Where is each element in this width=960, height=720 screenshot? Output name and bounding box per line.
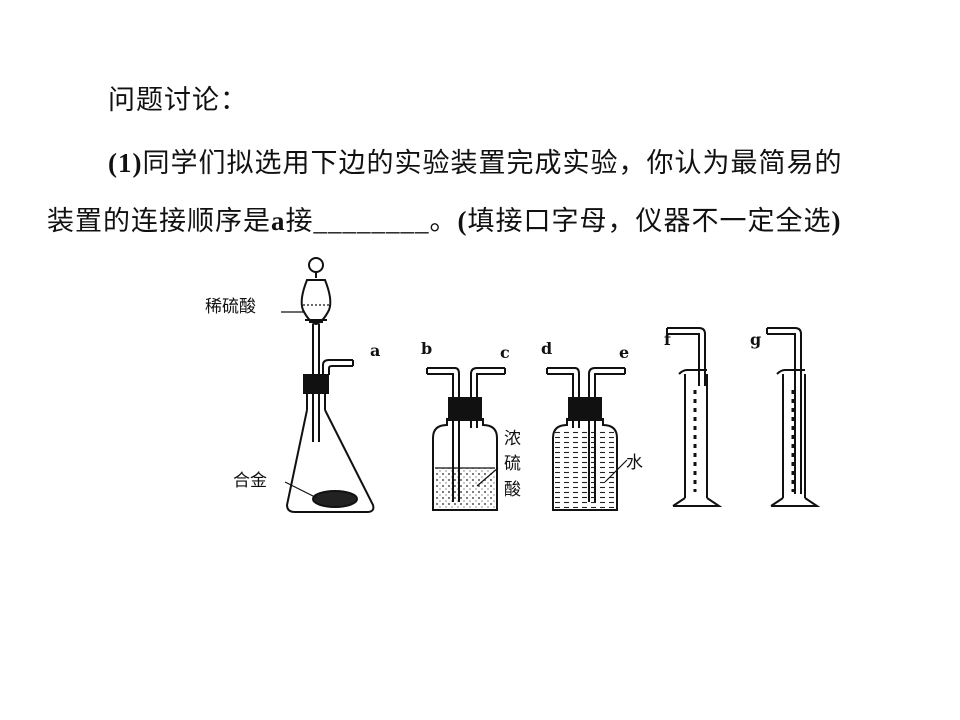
alloy-label: 合金 xyxy=(233,471,267,491)
funnel-stopper xyxy=(308,257,324,273)
port-e-label: e xyxy=(619,343,629,362)
port-f-label: f xyxy=(664,330,672,349)
part1-line2-prefix: 装置的连接顺序是 xyxy=(47,206,271,237)
question-part1-line1: (1)同学们拟选用下边的实验装置完成实验，你认为最简易的 xyxy=(108,146,842,181)
conc-acid-label-2: 硫 xyxy=(504,454,521,474)
cylinder-f xyxy=(666,327,723,507)
part1-text: 同学们拟选用下边的实验装置完成实验，你认为最简易的 xyxy=(142,148,843,179)
water-liquid xyxy=(555,430,615,508)
port-a-inline: a xyxy=(271,206,286,236)
conc-acid-liquid xyxy=(435,468,495,508)
cylinder-g-body xyxy=(782,374,806,498)
flask-stopper xyxy=(303,374,329,394)
port-d-label: d xyxy=(541,339,552,358)
port-b-label: b xyxy=(421,339,432,358)
hint-text: 填接口字母，仪器不一定全选 xyxy=(467,206,832,237)
water-label: 水 xyxy=(626,453,643,473)
question-title-text: 问题讨论： xyxy=(108,85,248,116)
conc-acid-label-3: 酸 xyxy=(504,480,521,500)
conical-flask xyxy=(285,409,375,513)
line2-period: 。 xyxy=(429,206,458,237)
alloy-lump xyxy=(312,490,358,508)
bottle-body xyxy=(432,418,498,511)
cylinder-f-body xyxy=(684,374,708,498)
cylinder-g xyxy=(766,327,821,507)
apparatus-diagram: 稀硫酸 合金 a b c 浓 硫 酸 d e 水 xyxy=(205,257,821,513)
question-part1-line2: 装置的连接顺序是a接________。(填接口字母，仪器不一定全选) xyxy=(47,204,842,239)
dilute-acid-label: 稀硫酸 xyxy=(205,297,256,317)
connect-word: 接 xyxy=(285,206,314,237)
water-bottle xyxy=(546,367,628,511)
port-g-label: g xyxy=(750,330,761,349)
wash-bottle-acid xyxy=(426,367,506,511)
hint-close-paren: ) xyxy=(831,206,842,236)
port-c-label: c xyxy=(500,343,510,362)
part-number: (1) xyxy=(108,148,143,178)
separatory-funnel xyxy=(300,279,332,326)
flask-apparatus xyxy=(281,257,375,513)
conc-acid-label-1: 浓 xyxy=(504,429,521,449)
question-title: 问题讨论： xyxy=(108,84,248,118)
answer-blank: ________ xyxy=(313,206,430,236)
port-a-label: a xyxy=(370,341,380,360)
hint-open-paren: ( xyxy=(457,206,468,236)
water-bottle-body xyxy=(552,418,618,511)
outlet-tube-a xyxy=(322,359,353,375)
